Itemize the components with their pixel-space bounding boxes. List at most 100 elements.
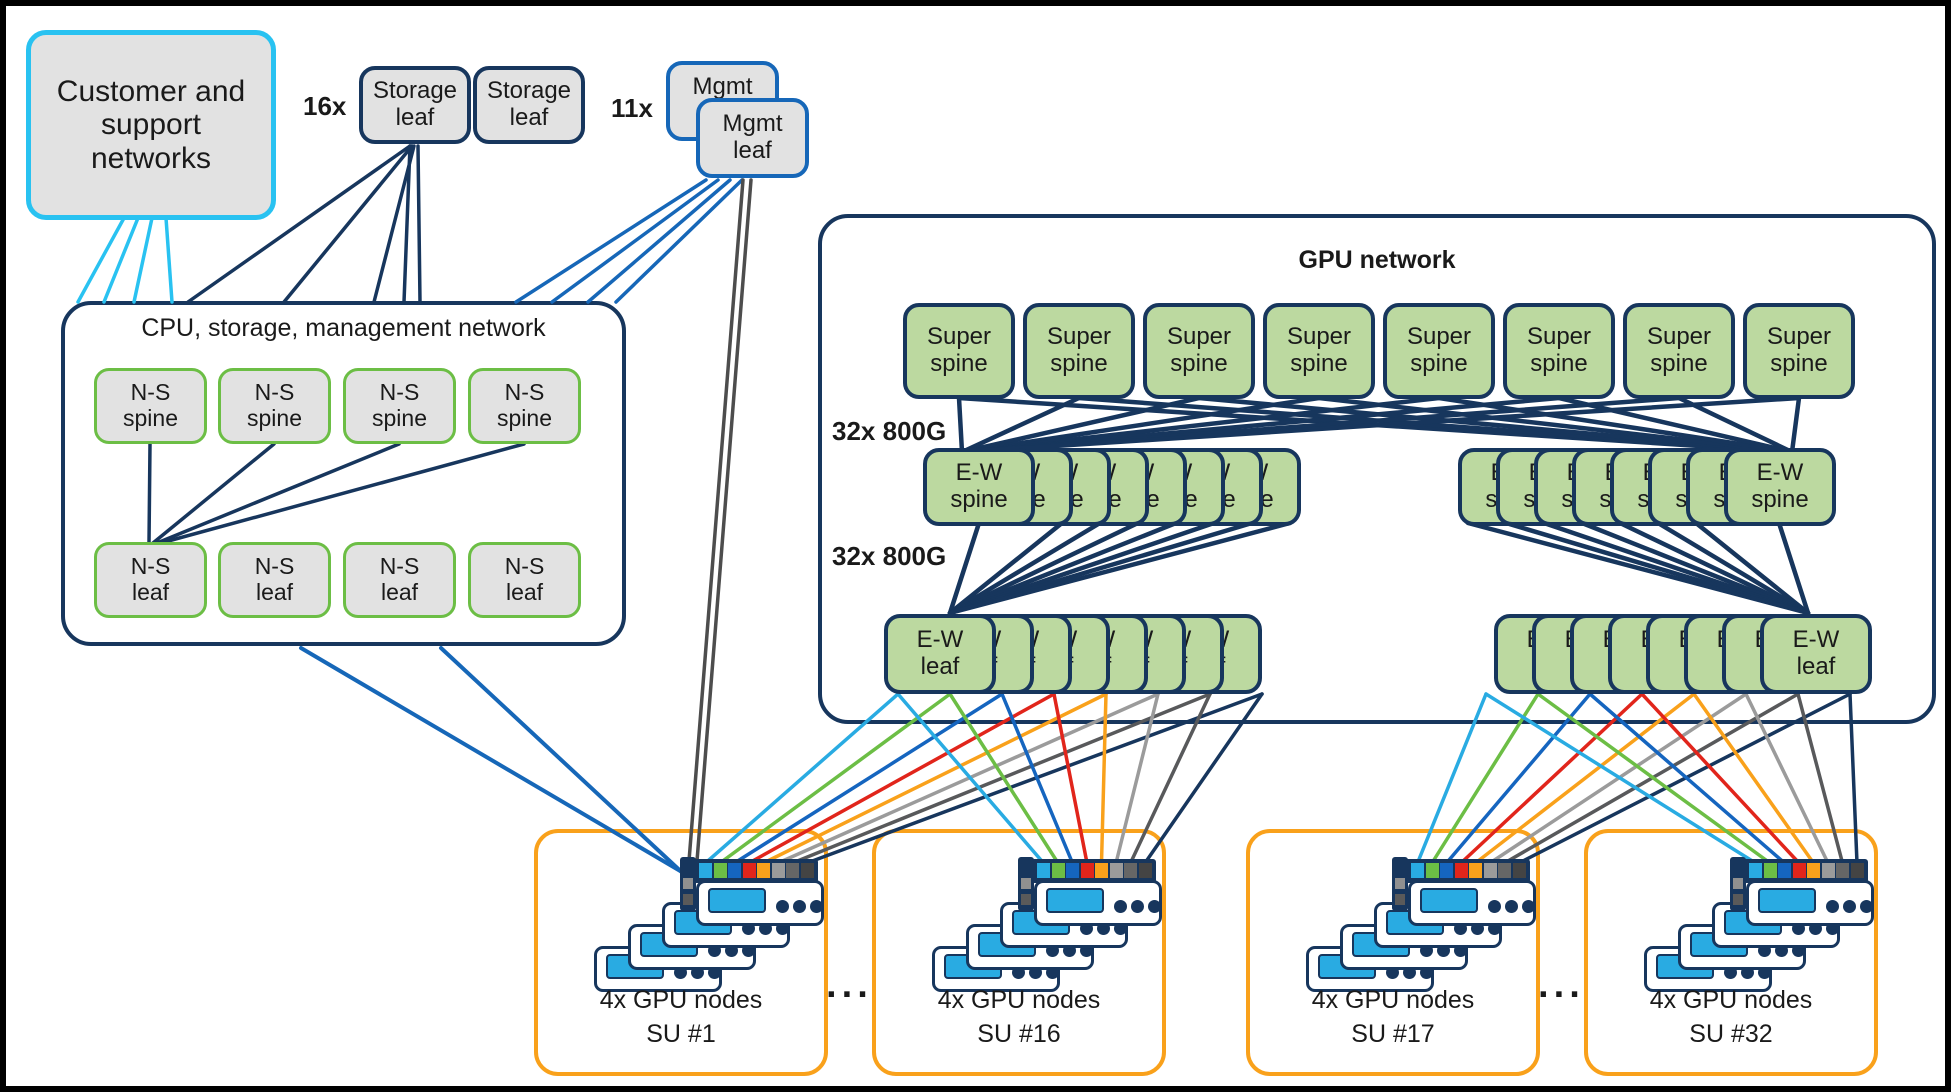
connector-square bbox=[1037, 863, 1050, 878]
ns-leaf-box: N-S leaf bbox=[218, 542, 331, 618]
super-spine-box: Super spine bbox=[1743, 303, 1855, 399]
su-box bbox=[534, 829, 828, 1076]
storage-leaf-count-label: 16x bbox=[303, 91, 347, 121]
connector-column-square bbox=[1395, 894, 1405, 905]
su-label-line2: SU #32 bbox=[1689, 1020, 1773, 1048]
connector-square bbox=[1512, 863, 1526, 878]
su-box bbox=[1246, 829, 1540, 1076]
ew-leaf-box: E-W leaf bbox=[1760, 614, 1872, 694]
downlink-speed-label: 32x 800G bbox=[832, 541, 947, 571]
connector-square bbox=[1411, 863, 1424, 878]
connector-square bbox=[1066, 863, 1079, 878]
connector-square bbox=[1807, 863, 1820, 878]
connector-column-square bbox=[1021, 878, 1031, 889]
su-label-line2: SU #16 bbox=[977, 1020, 1061, 1048]
su-box bbox=[872, 829, 1166, 1076]
ew-leaf-box: E-W leaf bbox=[884, 614, 996, 694]
mgmt-leaf-count-label: 11x bbox=[611, 93, 653, 123]
connector-square bbox=[699, 863, 712, 878]
connector-square bbox=[757, 863, 770, 878]
connector-square bbox=[742, 863, 756, 878]
connector-column-square bbox=[1395, 878, 1405, 889]
connector-square bbox=[771, 863, 785, 878]
connector-square bbox=[800, 863, 814, 878]
super-spine-box: Super spine bbox=[903, 303, 1015, 399]
connector-square bbox=[1469, 863, 1482, 878]
connector-square bbox=[728, 863, 741, 878]
super-spine-box: Super spine bbox=[1503, 303, 1615, 399]
connector-square bbox=[1454, 863, 1468, 878]
uplink-speed-label: 32x 800G bbox=[832, 416, 947, 446]
connector-square bbox=[1850, 863, 1864, 878]
ns-leaf-box: N-S leaf bbox=[343, 542, 456, 618]
connector-square bbox=[1124, 863, 1137, 878]
gpu-node-led bbox=[1860, 900, 1873, 913]
mgmt-leaf-box-front: Mgmt leaf bbox=[696, 98, 809, 178]
connector-square bbox=[1109, 863, 1123, 878]
super-spine-box: Super spine bbox=[1023, 303, 1135, 399]
super-spine-box: Super spine bbox=[1623, 303, 1735, 399]
su-label-line1: 4x GPU nodes bbox=[599, 986, 763, 1014]
connector-square bbox=[1792, 863, 1806, 878]
connector-square bbox=[1498, 863, 1511, 878]
gpu-node-led bbox=[1826, 900, 1839, 913]
connector-square bbox=[1051, 863, 1065, 878]
gpu-node-led bbox=[1488, 900, 1501, 913]
cpu-network-title: CPU, storage, management network bbox=[141, 314, 546, 342]
gpu-node-cyan-module bbox=[1420, 888, 1478, 913]
su-label-line2: SU #17 bbox=[1351, 1020, 1435, 1048]
connector-square bbox=[1763, 863, 1777, 878]
connector-square bbox=[1749, 863, 1762, 878]
super-spine-box: Super spine bbox=[1143, 303, 1255, 399]
gpu-node-cyan-module bbox=[1758, 888, 1816, 913]
ns-spine-box: N-S spine bbox=[468, 368, 581, 444]
connector-square bbox=[713, 863, 727, 878]
gpu-node-led bbox=[1505, 900, 1518, 913]
connector-square bbox=[1821, 863, 1835, 878]
connector-square bbox=[1483, 863, 1497, 878]
connector-square bbox=[1425, 863, 1439, 878]
gpu-network-title: GPU network bbox=[1298, 246, 1456, 274]
connector-square bbox=[786, 863, 799, 878]
su-label-line1: 4x GPU nodes bbox=[937, 986, 1101, 1014]
connector-square bbox=[1095, 863, 1108, 878]
storage-leaf-box: Storage leaf bbox=[473, 66, 585, 144]
ns-leaf-box: N-S leaf bbox=[468, 542, 581, 618]
gpu-node-cyan-module bbox=[1046, 888, 1104, 913]
super-spine-box: Super spine bbox=[1263, 303, 1375, 399]
connector-column-square bbox=[683, 878, 693, 889]
su-ellipsis-right: ··· bbox=[1538, 974, 1585, 1016]
su-label-line1: 4x GPU nodes bbox=[1311, 986, 1475, 1014]
gpu-network-box bbox=[818, 214, 1936, 724]
ns-spine-box: N-S spine bbox=[343, 368, 456, 444]
ns-spine-box: N-S spine bbox=[94, 368, 207, 444]
connection-wires bbox=[76, 144, 1859, 880]
connector-column-square bbox=[1021, 894, 1031, 905]
gpu-node-led bbox=[793, 900, 806, 913]
super-spine-box: Super spine bbox=[1383, 303, 1495, 399]
ns-spine-box: N-S spine bbox=[218, 368, 331, 444]
customer-networks-box: Customer and support networks bbox=[26, 30, 276, 220]
su-box bbox=[1584, 829, 1878, 1076]
connector-square bbox=[1440, 863, 1453, 878]
connector-square bbox=[1836, 863, 1849, 878]
gpu-node-led bbox=[1148, 900, 1161, 913]
gpu-node-led bbox=[1131, 900, 1144, 913]
storage-leaf-box: Storage leaf bbox=[359, 66, 471, 144]
su-label-line2: SU #1 bbox=[646, 1020, 716, 1048]
connector-column-square bbox=[683, 894, 693, 905]
gpu-node-led bbox=[1114, 900, 1127, 913]
connector-square bbox=[1080, 863, 1094, 878]
ns-leaf-box: N-S leaf bbox=[94, 542, 207, 618]
connector-square bbox=[1138, 863, 1152, 878]
connector-square bbox=[1778, 863, 1791, 878]
ew-spine-box: E-W spine bbox=[923, 448, 1035, 526]
cpu-network-box bbox=[61, 301, 626, 646]
connector-column-square bbox=[1733, 894, 1743, 905]
su-label-line1: 4x GPU nodes bbox=[1649, 986, 1813, 1014]
gpu-node-led bbox=[1522, 900, 1535, 913]
connector-column-square bbox=[1733, 878, 1743, 889]
gpu-node-cyan-module bbox=[708, 888, 766, 913]
gpu-node-led bbox=[776, 900, 789, 913]
